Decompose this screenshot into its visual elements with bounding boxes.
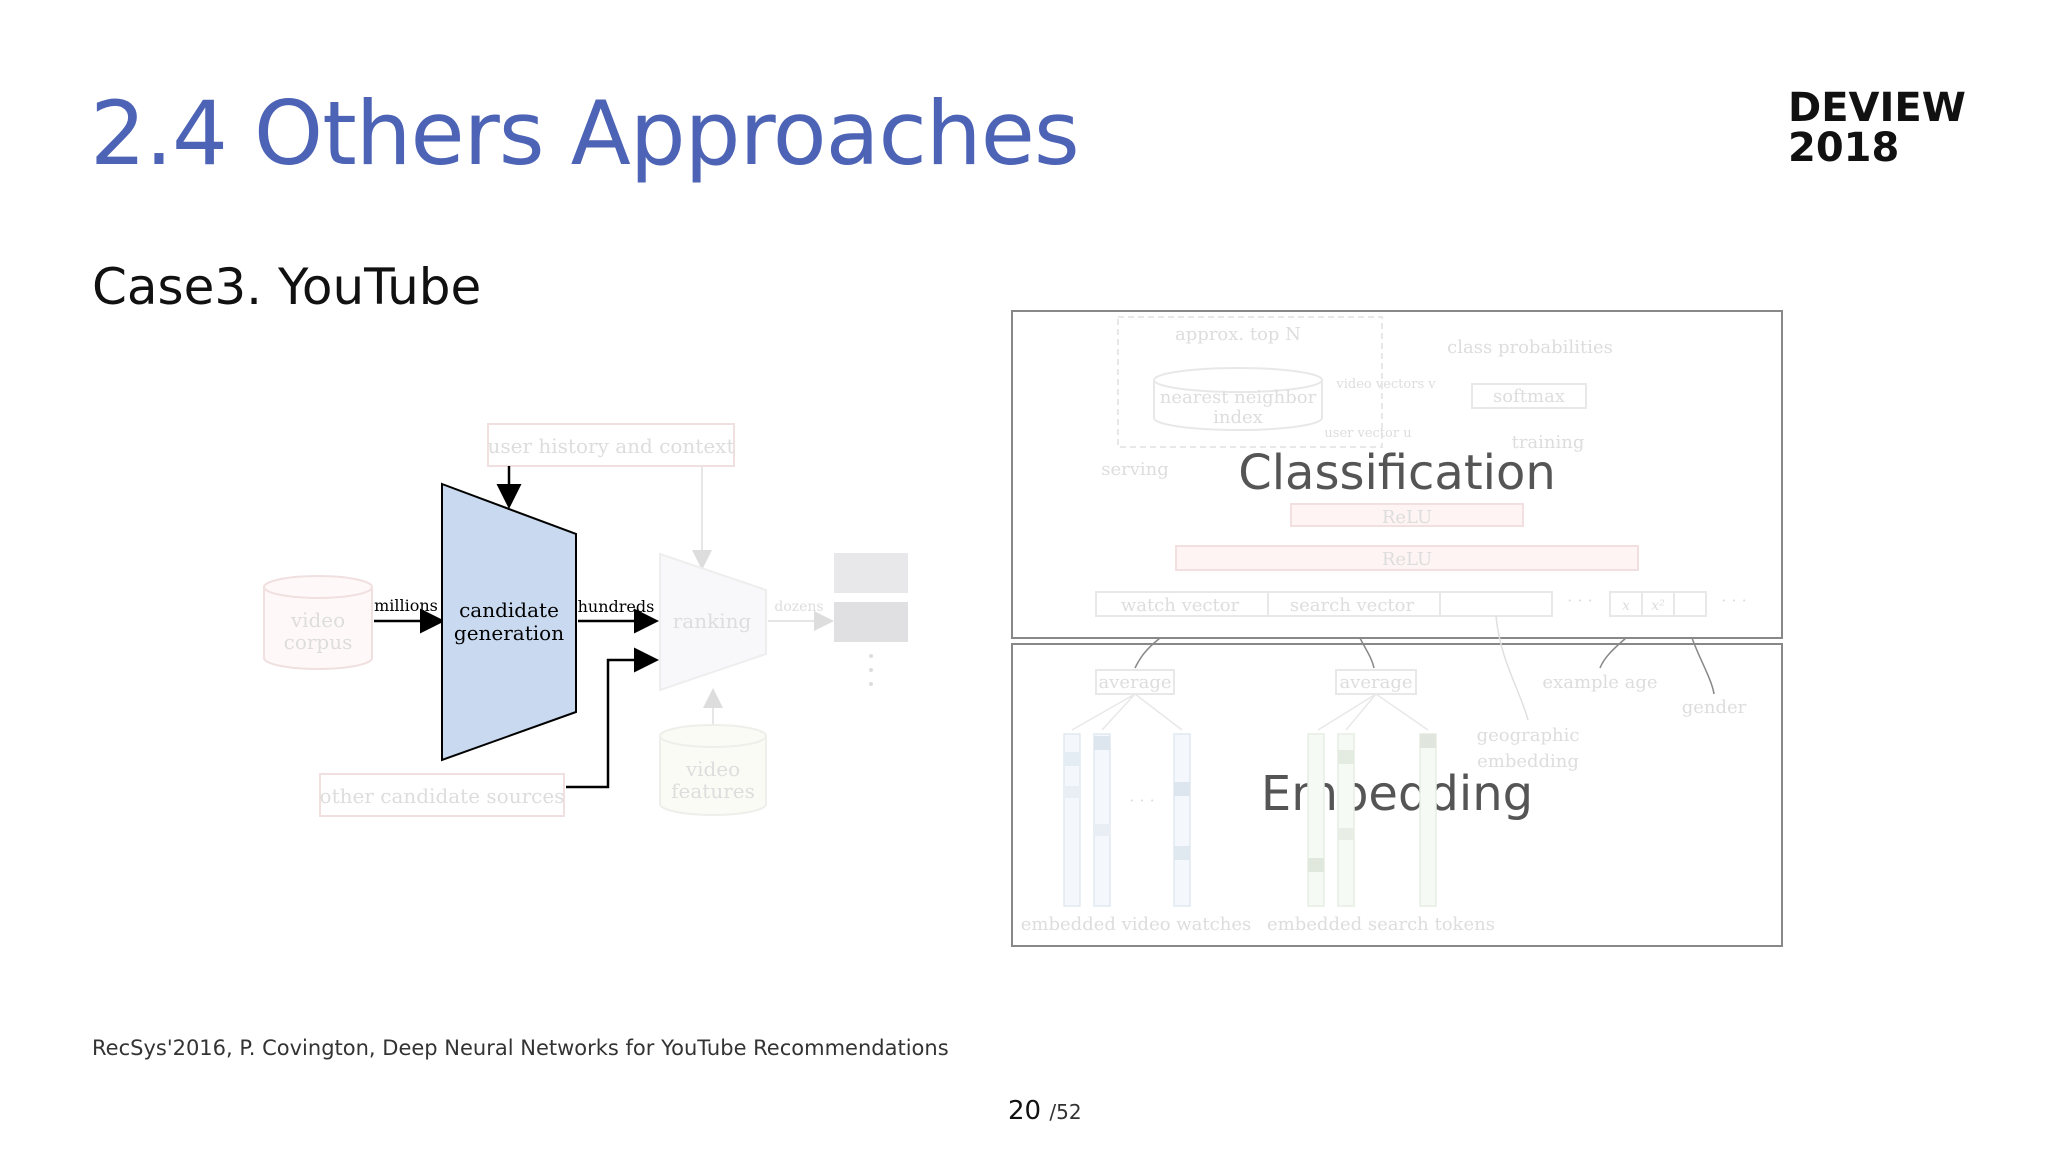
other-sources-box: [319, 773, 565, 817]
watch-connector: [1134, 637, 1161, 669]
search-average-fanout: [1317, 693, 1429, 731]
other-sources-arrow: [566, 647, 659, 789]
hundreds-label: hundreds: [578, 597, 655, 616]
geographic-label-2: embedding: [1477, 751, 1579, 772]
class-probabilities-label: class probabilities: [1447, 337, 1613, 358]
ellipsis-dot: [869, 654, 873, 658]
nearest-neighbor-cylinder: [1153, 367, 1323, 431]
video-features-label-2: features: [671, 779, 755, 803]
average-label-2: average: [1339, 672, 1412, 693]
embedding-frame: [1011, 643, 1783, 947]
softmax-label: softmax: [1493, 386, 1565, 407]
embedded-watches-label: embedded video watches: [1021, 914, 1251, 935]
network-diagram: approx. top N class probabilities neares…: [1011, 310, 1783, 947]
approx-top-label: approx. top N: [1175, 324, 1301, 345]
other-sources-label: other candidate sources: [320, 784, 565, 808]
embedded-video-watches-columns: · · ·: [1063, 733, 1191, 907]
citation-text: RecSys'2016, P. Covington, Deep Neural N…: [92, 1036, 949, 1060]
classification-label: Classification: [1238, 445, 1556, 501]
video-corpus-label-1: video: [290, 608, 345, 632]
page-total: /52: [1049, 1100, 1082, 1124]
relu-label-1: ReLU: [1382, 507, 1432, 528]
serving-dashed-box: [1117, 316, 1383, 448]
brand-line-1: DEVIEW: [1788, 85, 1966, 131]
geographic-label-1: geographic: [1477, 725, 1580, 746]
video-features-cylinder: [659, 724, 767, 816]
video-features-label-1: video: [685, 757, 740, 781]
ranking-label: ranking: [673, 609, 752, 633]
average-label-1: average: [1098, 672, 1171, 693]
user-history-box: [487, 423, 735, 467]
training-label: training: [1512, 432, 1585, 453]
millions-label: millions: [374, 596, 438, 615]
search-vector-label: search vector: [1290, 595, 1415, 616]
video-thumbnail-1: [834, 553, 908, 593]
gender-label: gender: [1682, 697, 1747, 718]
page-current: 20: [1008, 1096, 1042, 1126]
video-vectors-label: video vectors v: [1335, 377, 1436, 392]
ellipsis-label: · · ·: [1567, 591, 1592, 610]
brand-line-2: 2018: [1788, 125, 1900, 171]
video-corpus-label-2: corpus: [284, 630, 353, 654]
funnel-diagram: user history and context video corpus mi…: [263, 423, 908, 817]
relu-layer-2: [1175, 545, 1639, 571]
softmax-box: [1471, 383, 1587, 409]
example-age-label: example age: [1542, 672, 1657, 693]
x2-feature-label: x²: [1651, 598, 1665, 614]
classification-frame: [1011, 310, 1783, 639]
gender-feature-box: [1673, 591, 1707, 617]
x-feature-label: x: [1622, 598, 1630, 614]
video-corpus-cylinder: [263, 575, 373, 670]
svg-text:· · ·: · · ·: [1129, 791, 1154, 810]
ranking-trapezoid: [659, 552, 767, 692]
gender-connector: [1691, 637, 1715, 695]
watch-vector-label: watch vector: [1121, 595, 1240, 616]
embedded-search-tokens-columns: [1307, 733, 1437, 907]
geo-connector: [1495, 615, 1529, 721]
slide-title: 2.4 Others Approaches: [90, 82, 1080, 185]
relu-label-2: ReLU: [1382, 549, 1432, 570]
ellipsis-dot: [869, 682, 873, 686]
user-history-label: user history and context: [487, 434, 734, 458]
age-connector: [1599, 637, 1627, 669]
embedding-label: Embedding: [1261, 766, 1533, 822]
candidate-generation-trapezoid: [441, 482, 577, 762]
ellipsis-dot: [869, 668, 873, 672]
brand-logo: DEVIEW 2018: [1788, 88, 1966, 168]
candidate-label-2: generation: [454, 621, 564, 645]
nearest-neighbor-label-1: nearest neighbor: [1160, 387, 1317, 408]
slide-subtitle: Case3. YouTube: [92, 258, 482, 316]
serving-label: serving: [1101, 459, 1169, 480]
ellipsis-label: · · ·: [1721, 591, 1746, 610]
user-vector-label: user vector u: [1324, 426, 1411, 441]
nearest-neighbor-label-2: index: [1213, 407, 1263, 428]
video-thumbnail-2: [834, 602, 908, 642]
relu-layer-1: [1290, 503, 1524, 527]
candidate-label-1: candidate: [459, 598, 559, 622]
page-number: 20 /52: [1008, 1096, 1082, 1126]
search-connector: [1359, 637, 1375, 669]
geo-vector-box: [1439, 591, 1553, 617]
dozens-label: dozens: [774, 599, 823, 615]
watch-average-fanout: [1071, 693, 1183, 731]
embedded-tokens-label: embedded search tokens: [1267, 914, 1495, 935]
